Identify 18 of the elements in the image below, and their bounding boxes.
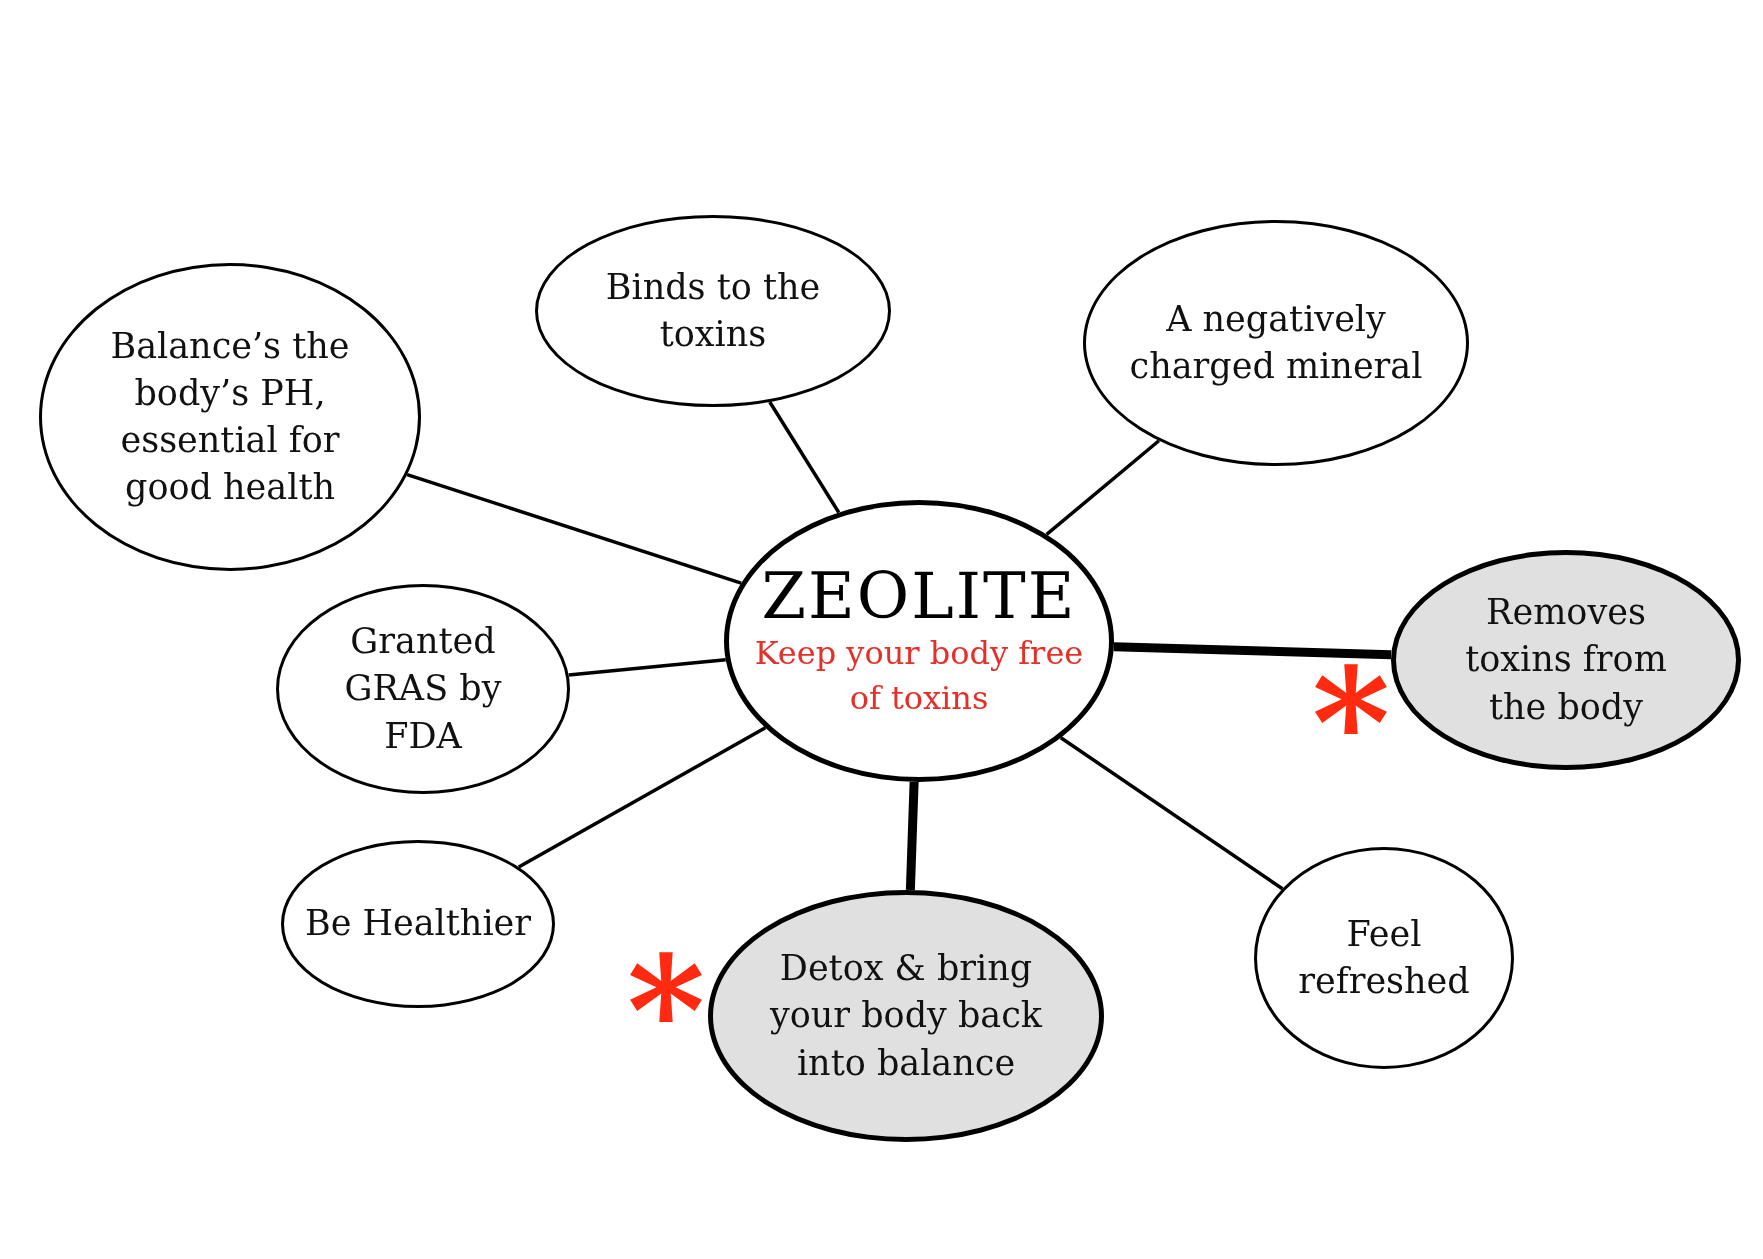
connector-line [517,726,767,869]
connector-line [568,657,726,677]
topic-text: Removes toxins from the body [1464,591,1668,729]
topic-text: Granted GRAS by FDA [343,620,503,758]
topic-text: Feel refreshed [1297,912,1471,1003]
main-heading: ZEOLITE [761,561,1077,632]
asterisk-mark: * [626,936,706,1086]
topic-text: Be Healthier [303,902,533,946]
topic-text: Detox & bring your body back into balance [768,947,1044,1085]
tagline: Keep your body free of toxins [753,633,1085,720]
connector-line [1045,439,1160,536]
topic-text: Binds to the toxins [604,265,822,356]
topic-text: Balance’s the body’s PH, essential for good health [109,324,351,510]
connector-line [905,781,919,891]
asterisk-mark: * [1311,648,1391,798]
connector-line [1113,642,1392,660]
topic-text: A negatively charged mineral [1128,297,1424,388]
connector-line [768,401,841,514]
